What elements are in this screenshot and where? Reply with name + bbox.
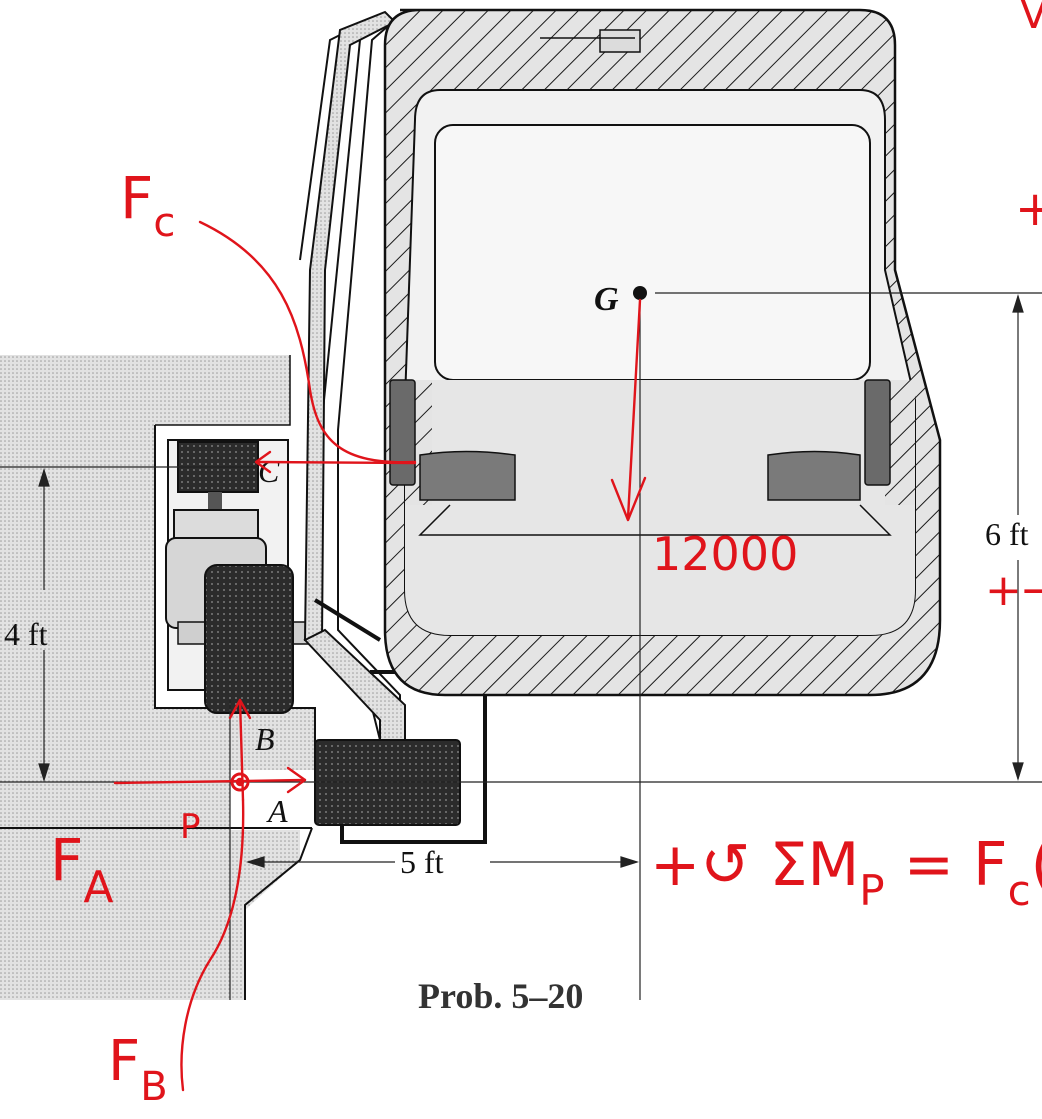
fa-label: FA	[50, 826, 113, 913]
pin-p	[230, 772, 250, 792]
sign-right: +→	[985, 565, 1042, 616]
fa-force-arrow	[113, 778, 307, 785]
figure-caption: Prob. 5–20	[418, 976, 583, 1016]
fc-force-arrow	[256, 460, 417, 465]
cable-car-cabin	[383, 8, 942, 697]
dimension-5ft: 5 ft	[400, 844, 444, 880]
fb-label: FB	[108, 1029, 168, 1110]
fb-leader-curve	[180, 798, 245, 1092]
dimension-6ft: 6 ft	[985, 516, 1029, 552]
label-a: A	[266, 793, 288, 829]
annotations	[113, 220, 647, 1092]
top-right-mark: V	[1020, 0, 1042, 38]
dimension-4ft: 4 ft	[4, 616, 48, 652]
label-b: B	[255, 721, 275, 757]
p-label: P	[180, 807, 201, 847]
plus-mark: +	[1015, 181, 1042, 237]
label-g: G	[594, 281, 619, 318]
weight-arrow	[626, 298, 642, 520]
fc-leader-curve	[198, 220, 417, 464]
moment-equation: +↺ ΣMP = Fc(	[650, 830, 1042, 915]
center-of-gravity-dot	[633, 286, 647, 300]
fc-label: Fc	[120, 164, 175, 246]
wall-support	[0, 355, 316, 1000]
weight-label: 12000	[652, 527, 798, 581]
carriage-mechanism	[165, 10, 487, 844]
